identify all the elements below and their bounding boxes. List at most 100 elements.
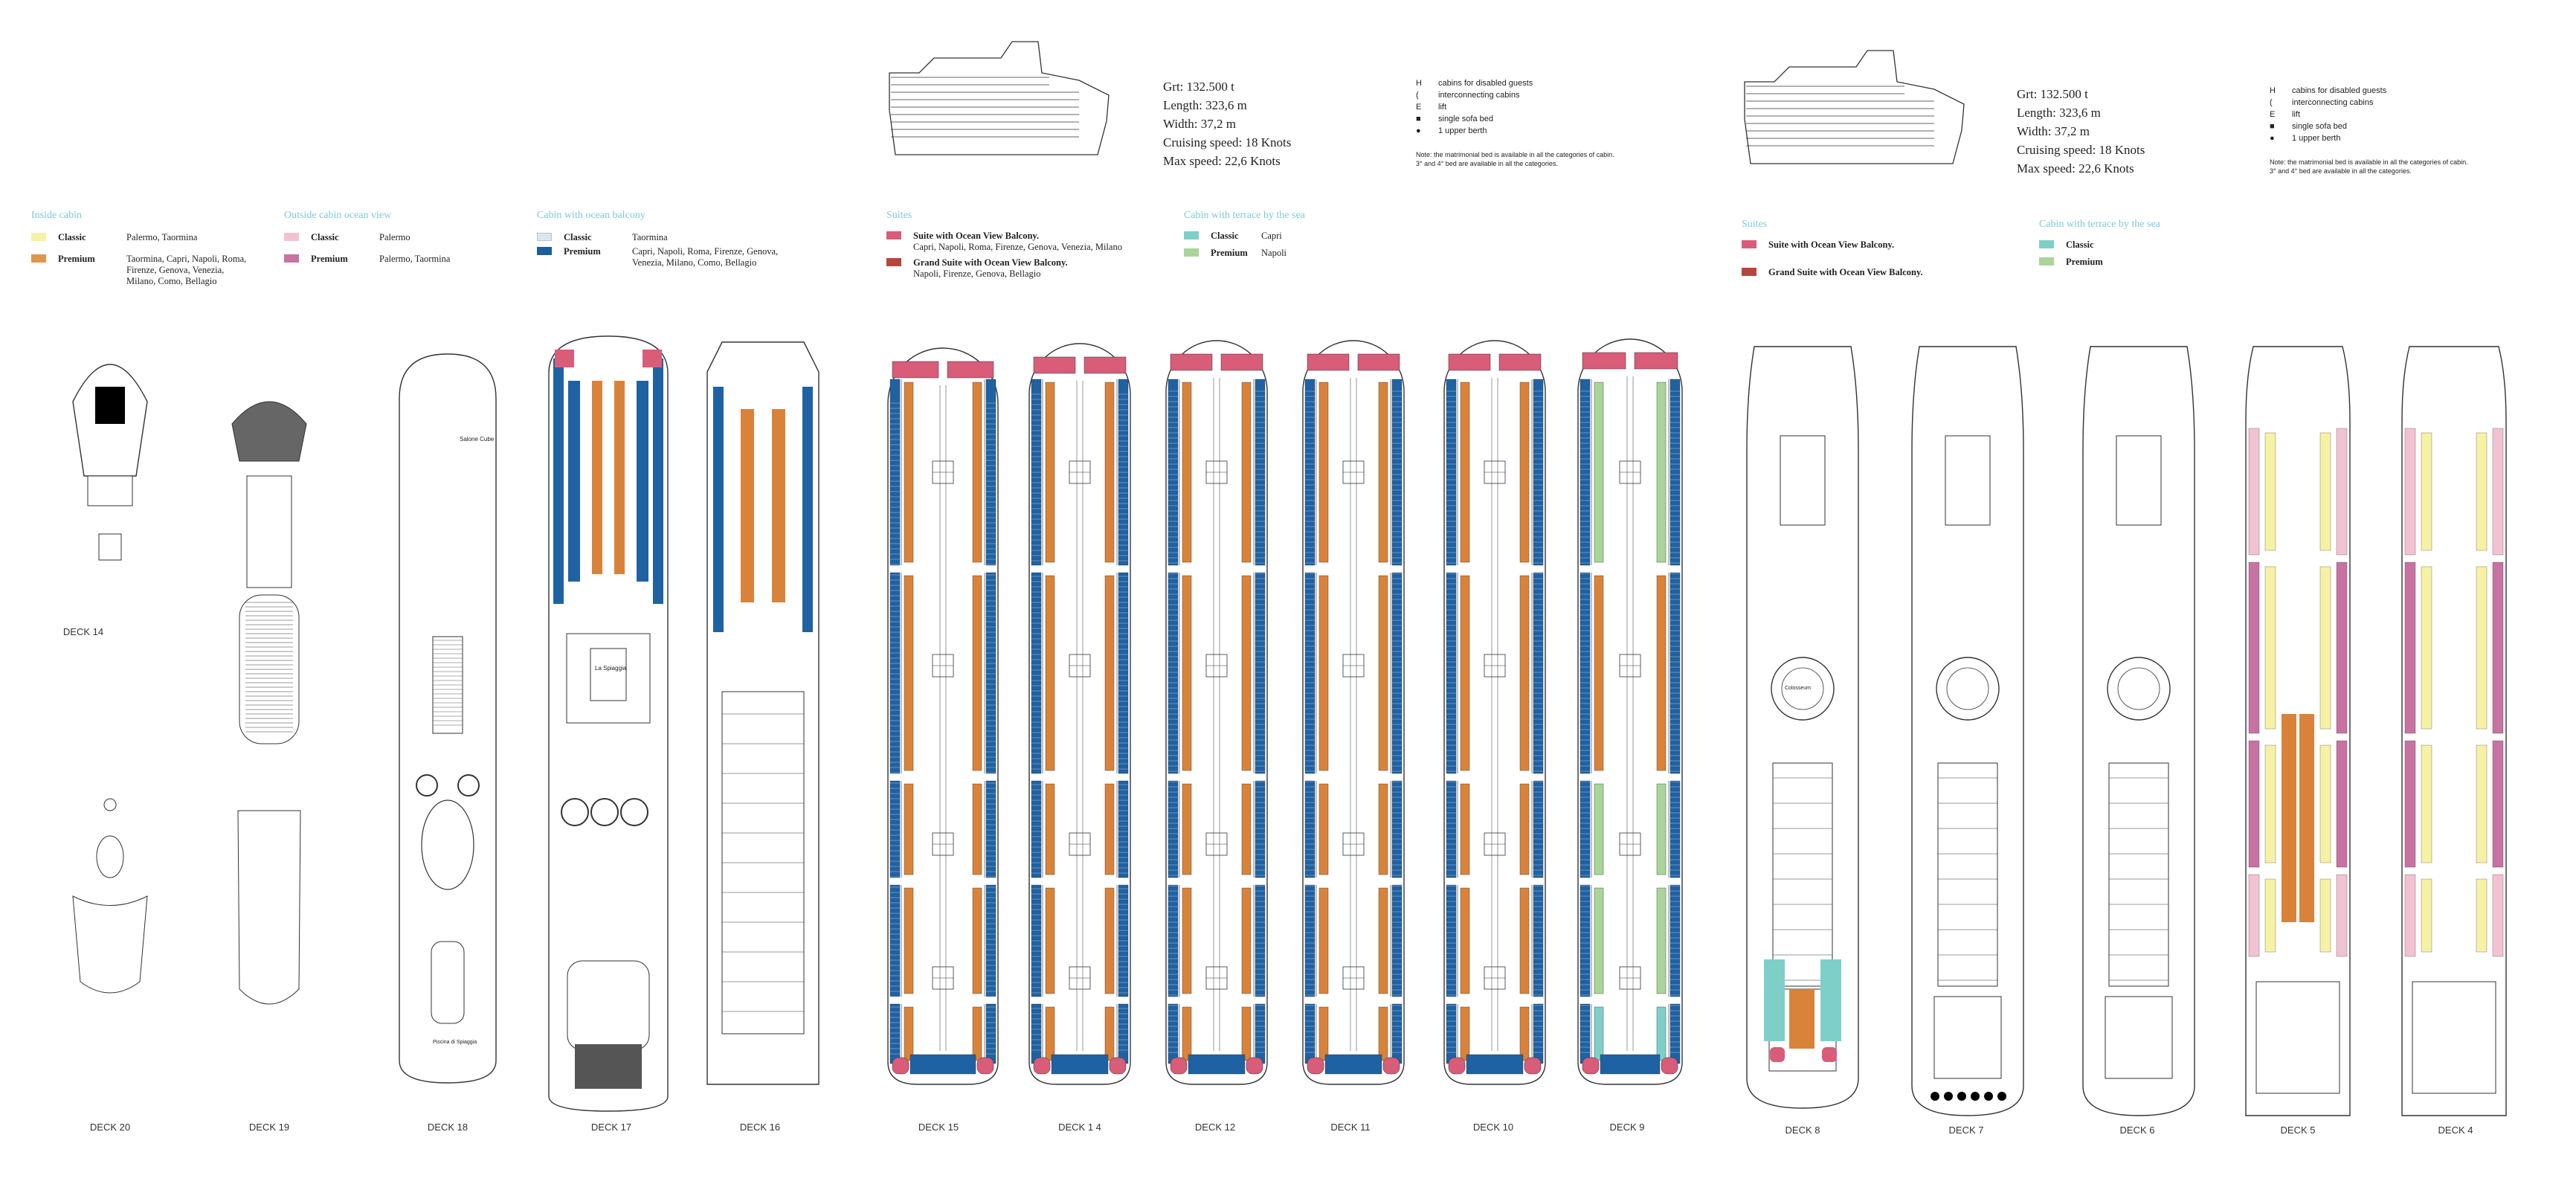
legend-terrace-premium: Premium Napoli [1184, 248, 1362, 259]
ship-profile [889, 41, 1110, 155]
deck-7-seat [1984, 1092, 1993, 1101]
symbol-text: 1 upper berth [1438, 126, 1487, 135]
deck-17-cabins [568, 381, 580, 582]
deck-12-stern-suite [1246, 1057, 1263, 1075]
deck-9-inner-cabins [1656, 783, 1667, 875]
legend-label: Premium [58, 254, 95, 264]
deck-14-cabins-starboard [1118, 1003, 1129, 1064]
deck-12-inner-cabins [1182, 1006, 1192, 1061]
lift-icon: E [1416, 103, 1422, 112]
deck-14-inner-cabins [1104, 575, 1115, 771]
legend-suites-2-title: Suites [1742, 219, 1768, 230]
deck-14-inner-cabins [1104, 382, 1115, 563]
deck-9-inner-cabins [1594, 1006, 1604, 1061]
deck-label-7: DECK 7 [1948, 1125, 1984, 1136]
disabled-icon: H [1416, 79, 1422, 88]
ship-profile-2 [1744, 50, 1965, 164]
legend-label: Premium [1211, 248, 1248, 258]
deck-15-bow-suite [892, 361, 939, 379]
deck-5-outside-cabins [2336, 874, 2348, 957]
deck-8-hull [1746, 346, 1859, 1109]
deck-11-stern-cabins [1324, 1054, 1382, 1075]
deck-17-cabins-port [553, 358, 564, 604]
deck-10-stern-cabins [1466, 1054, 1524, 1075]
deck-7-lounge [1945, 435, 1991, 526]
legend-terrace-classic: Classic Capri [1184, 231, 1362, 242]
symbol-text: single sofa bed [1438, 115, 1493, 123]
symbol-text: interconnecting cabins [2292, 98, 2374, 107]
legend-suites-2: Suites Suite with Ocean View Balcony. Gr… [1742, 219, 1994, 278]
deck-6-galleria [2108, 762, 2169, 987]
deck-14-cabins-port [1031, 780, 1042, 878]
deck-label-4: DECK 4 [2438, 1125, 2473, 1136]
deck-17-whirlpool [561, 798, 589, 826]
symbol-text: lift [2292, 110, 2300, 119]
deck-14-cabins-starboard [1118, 572, 1129, 774]
legend-label: Grand Suite with Ocean View Balcony. [1768, 267, 1923, 277]
lift-icon: E [2270, 110, 2276, 119]
deck-12-inner-cabins [1182, 382, 1192, 563]
deck-15-stern-cabins [909, 1054, 976, 1075]
deck-17-bow-suite [643, 350, 662, 367]
legend-label: Classic [311, 232, 339, 242]
deck-15-inner-cabins [904, 575, 914, 771]
deck-16-cabins-starboard [802, 387, 813, 632]
deck-7-restaurant [1933, 996, 2002, 1079]
legend-outside-classic: Classic Palermo [284, 232, 507, 243]
deck-14-inner-cabins [1045, 887, 1055, 994]
deck-10-cabins-starboard [1533, 1003, 1544, 1064]
deck-10-inner-cabins [1460, 783, 1470, 875]
deck-15-cabins-port [889, 884, 901, 997]
legend-desc: Taormina [632, 232, 668, 242]
deck-14-stern-cabins [1051, 1054, 1109, 1075]
deck-14-bow-suite [1083, 356, 1127, 374]
deck-11-cabins-port [1304, 379, 1316, 566]
deck-18-whirlpool [457, 774, 480, 797]
deck-label-14b: DECK 1 4 [1058, 1122, 1101, 1133]
deck-9-cabins-port [1580, 379, 1591, 566]
deck-9-inner-cabins [1594, 575, 1604, 771]
deck-10-cabins-starboard [1533, 572, 1544, 774]
deck-14-cabins-starboard [1118, 780, 1129, 878]
deck-5-outside-cabins [2248, 874, 2260, 957]
deck-12-bow-suite [1170, 353, 1213, 371]
deck-11-inner-cabins [1318, 382, 1329, 563]
legend-grand-suite: Grand Suite with Ocean View Balcony. Nap… [886, 257, 1169, 280]
deck-15-cabins-starboard [985, 780, 996, 878]
legend-label: Suite with Ocean View Balcony. [1768, 239, 1895, 250]
deck-5-inside-cabins [2319, 744, 2331, 863]
deck-20-pool [96, 835, 124, 878]
deck-11-cabins-starboard [1391, 884, 1403, 997]
deck-4-inside-cabins [2476, 566, 2488, 730]
deck-9-cabins-port [1580, 884, 1591, 997]
legend-outside: Outside cabin ocean view Classic Palermo… [284, 210, 507, 265]
legend-label: Classic [564, 232, 592, 242]
deck-8-stern-suite [1822, 1047, 1837, 1062]
deck-9-stern-cabins [1600, 1054, 1661, 1075]
deck-12-cabins-starboard [1255, 780, 1266, 878]
deck-15-cabins-starboard [985, 572, 996, 774]
note: Note: the matrimonial bed is available i… [1416, 150, 1614, 168]
deck-10-inner-cabins [1460, 575, 1470, 771]
deck-5-inside-cabins [2319, 566, 2331, 730]
legend-desc: Palermo, Taormina [126, 232, 198, 242]
legend-terrace-2: Cabin with terrace by the sea Classic Pr… [2039, 219, 2218, 268]
deck-4-inside-cabins [2421, 878, 2432, 953]
deck-15-inner-cabins [904, 783, 914, 875]
deck-12-cabins-port [1168, 572, 1179, 774]
deck-17-pool [590, 648, 627, 701]
deck-8-inner-cabins [1789, 989, 1815, 1049]
deck-10-inner-cabins [1519, 1006, 1530, 1061]
swatch-terrace-premium [2039, 257, 2054, 266]
legend-desc: Palermo [379, 232, 410, 242]
legend-desc: Taormina, Capri, Napoli, Roma, Firenze, … [126, 254, 247, 286]
deck-11-inner-cabins [1378, 575, 1388, 771]
deck-12-stern-cabins [1188, 1054, 1246, 1075]
deck-label-5: DECK 5 [2280, 1125, 2316, 1136]
deck-15-cabins-starboard [985, 1003, 996, 1064]
deck-11-inner-cabins [1378, 1006, 1388, 1061]
deck-10-bow-suite [1498, 353, 1542, 371]
deck-12-cabins-starboard [1255, 572, 1266, 774]
legend-balcony-premium: Premium Capri, Napoli, Roma, Firenze, Ge… [537, 246, 805, 268]
